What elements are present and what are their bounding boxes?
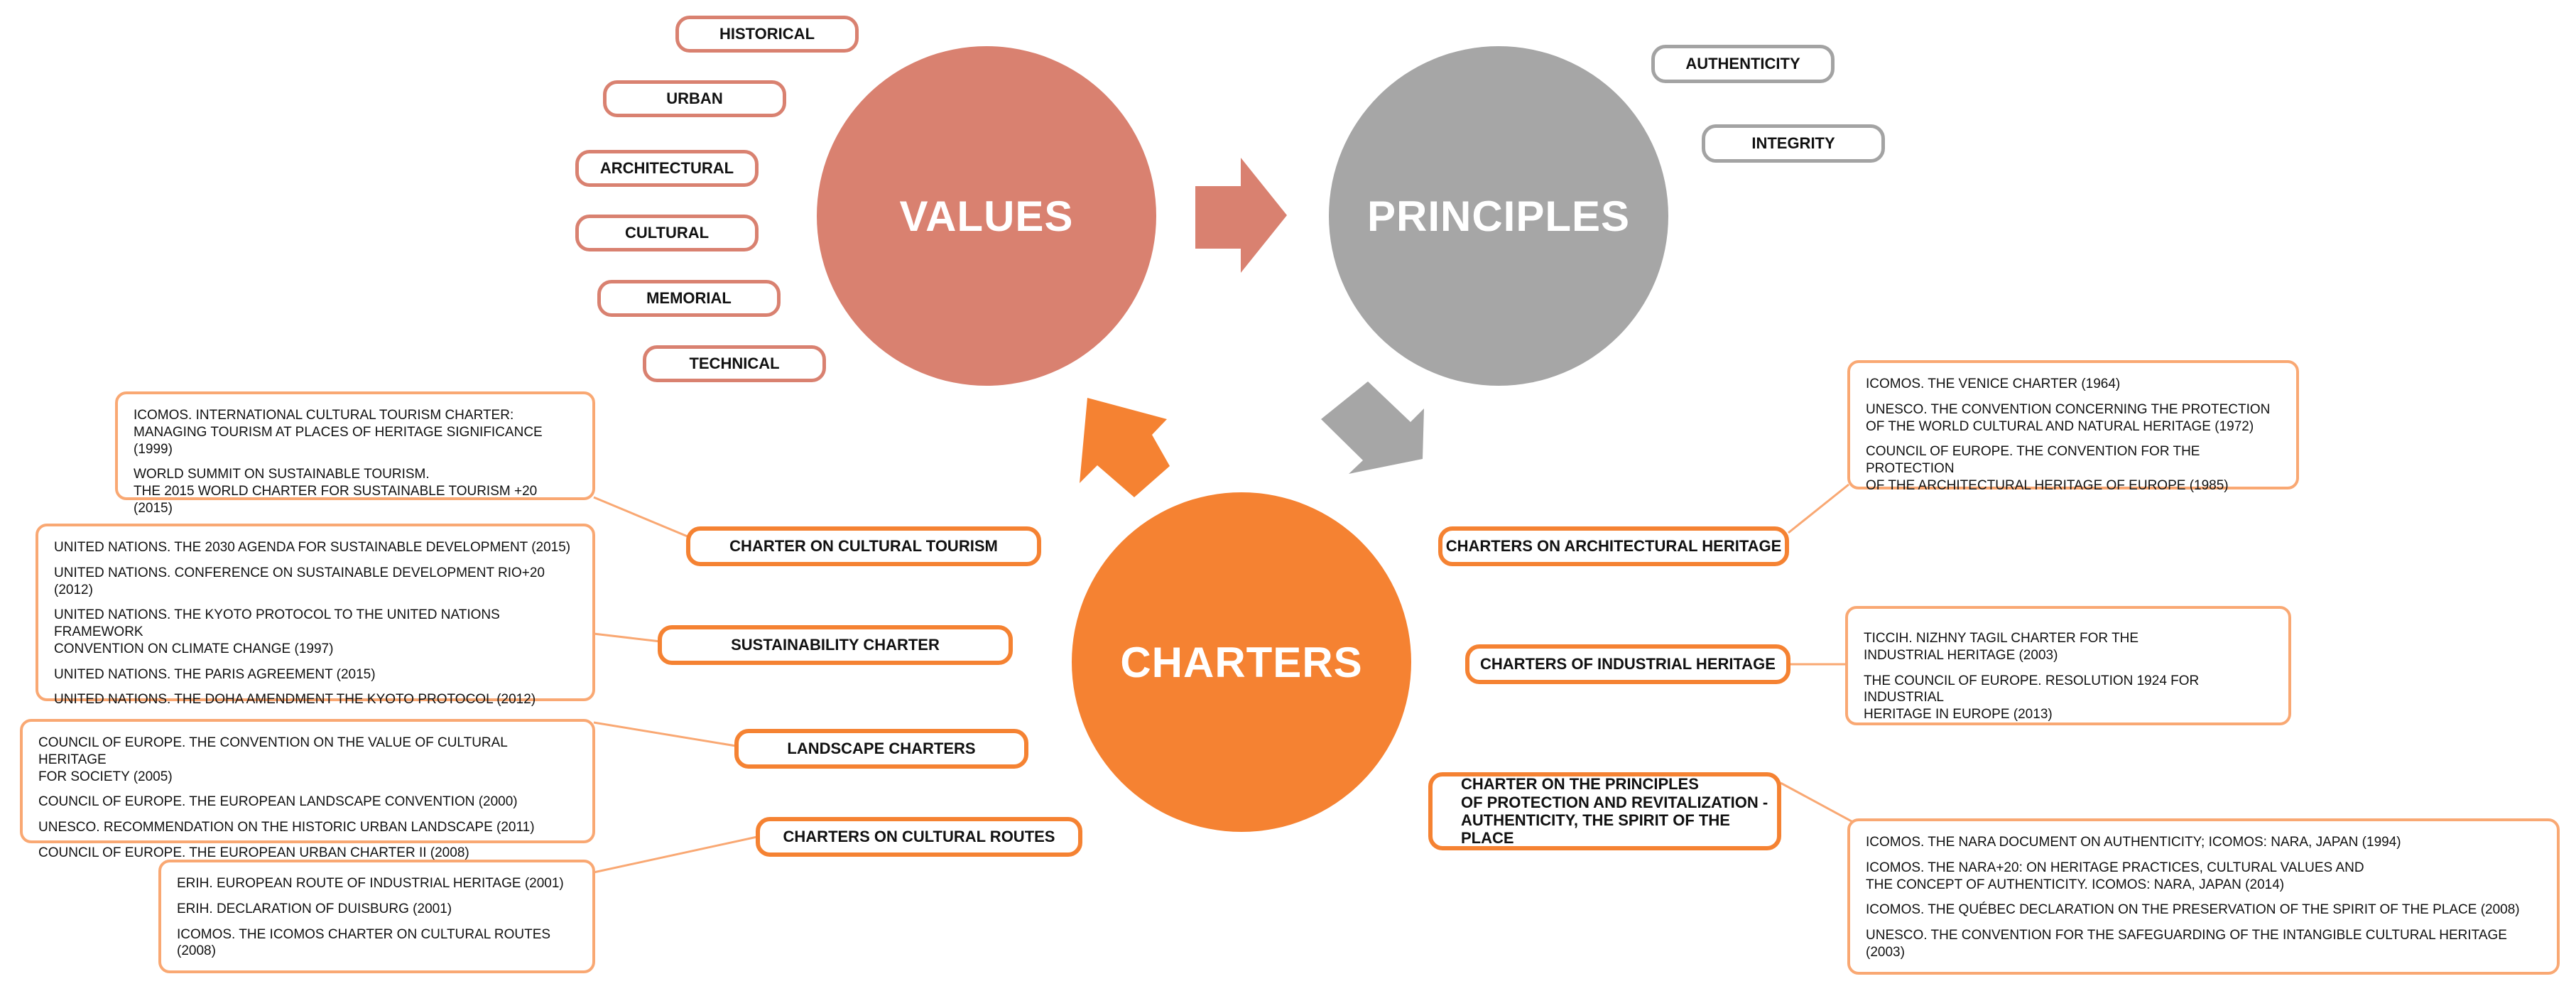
document-item: UNITED NATIONS. THE PARIS AGREEMENT (201… [54, 666, 376, 682]
document-item: UNESCO. THE CONVENTION FOR THE SAFEGUARD… [1866, 928, 2507, 960]
document-item: UNITED NATIONS. CONFERENCE ON SUSTAINABL… [54, 565, 545, 597]
connector-sustainability [593, 632, 661, 643]
value-tag-architectural: ARCHITECTURAL [575, 150, 759, 187]
charter-label-text: CHARTERS OF INDUSTRIAL HERITAGE [1480, 655, 1776, 673]
connector-tourism [593, 496, 693, 540]
charter-label-industrial: CHARTERS OF INDUSTRIAL HERITAGE [1465, 644, 1790, 684]
documents-authenticity: ICOMOS. THE NARA DOCUMENT ON AUTHENTICIT… [1847, 818, 2560, 975]
value-tag-label: CULTURAL [624, 224, 710, 242]
charter-label-authenticity: CHARTER ON THE PRINCIPLES OF PROTECTION … [1428, 772, 1781, 850]
principle-tag-integrity: INTEGRITY [1702, 124, 1885, 163]
documents-landscape: COUNCIL OF EUROPE. THE CONVENTION ON THE… [20, 719, 595, 860]
value-tag-label: TECHNICAL [689, 354, 780, 373]
document-item: ICOMOS. THE ICOMOS CHARTER ON CULTURAL R… [177, 926, 551, 959]
document-item: WORLD SUMMIT ON SUSTAINABLE TOURISM. THE… [134, 467, 538, 516]
document-item: COUNCIL OF EUROPE. THE CONVENTION FOR TH… [1866, 444, 2229, 493]
charter-label-landscape: LANDSCAPE CHARTERS [734, 729, 1028, 769]
connector-routes [593, 835, 758, 874]
arrow-charters-to-values [1080, 398, 1170, 497]
document-item: TICCIH. NIZHNY TAGIL CHARTER FOR THE IND… [1864, 631, 2139, 663]
charter-label-text: CHARTER ON CULTURAL TOURISM [729, 537, 998, 556]
charter-label-text: CHARTERS ON ARCHITECTURAL HERITAGE [1445, 537, 1782, 556]
principle-tag-label: INTEGRITY [1751, 134, 1835, 153]
documents-industrial: TICCIH. NIZHNY TAGIL CHARTER FOR THE IND… [1845, 606, 2291, 725]
document-item: ERIH. DECLARATION OF DUISBURG (2001) [177, 901, 452, 916]
arrow-principles-to-charters [1321, 381, 1424, 474]
principles-circle: PRINCIPLES [1329, 46, 1668, 386]
value-tag-label: ARCHITECTURAL [599, 159, 734, 178]
document-item: ICOMOS. THE QUÉBEC DECLARATION ON THE PR… [1866, 902, 2520, 918]
connector-architectural [1788, 483, 1849, 534]
connector-authenticity [1780, 781, 1860, 827]
value-tag-cultural: CULTURAL [575, 215, 759, 251]
document-item: UNESCO. RECOMMENDATION ON THE HISTORIC U… [38, 820, 535, 835]
document-item: ICOMOS. INTERNATIONAL CULTURAL TOURISM C… [134, 408, 543, 457]
document-item: ICOMOS. THE NARA DOCUMENT ON AUTHENTICIT… [1866, 835, 2401, 850]
value-tag-label: URBAN [666, 90, 723, 108]
arrow-values-to-principles [1195, 158, 1287, 273]
documents-architectural: ICOMOS. THE VENICE CHARTER (1964) UNESCO… [1847, 360, 2299, 493]
value-tag-historical: HISTORICAL [675, 16, 859, 53]
document-item: UNITED NATIONS. THE 2030 AGENDA FOR SUST… [54, 540, 571, 555]
value-tag-urban: URBAN [603, 80, 786, 117]
document-item: UNESCO. THE CONVENTION CONCERNING THE PR… [1866, 401, 2271, 434]
values-circle: VALUES [817, 46, 1156, 386]
value-tag-label: HISTORICAL [719, 25, 815, 43]
charters-title: CHARTERS [1120, 638, 1363, 686]
document-item: UNITED NATIONS. THE KYOTO PROTOCOL TO TH… [54, 607, 500, 656]
charters-circle: CHARTERS [1072, 492, 1411, 832]
principle-tag-label: AUTHENTICITY [1685, 55, 1800, 73]
document-item: COUNCIL OF EUROPE. THE CONVENTION ON THE… [38, 735, 508, 784]
charter-label-text: CHARTER ON THE PRINCIPLES OF PROTECTION … [1461, 775, 1768, 848]
document-item: ERIH. EUROPEAN ROUTE OF INDUSTRIAL HERIT… [177, 876, 564, 891]
document-item: THE COUNCIL OF EUROPE. RESOLUTION 1924 F… [1864, 673, 2200, 722]
document-item: COUNCIL OF EUROPE. THE EUROPEAN LANDSCAP… [38, 794, 518, 810]
value-tag-technical: TECHNICAL [643, 345, 826, 382]
charter-label-text: SUSTAINABILITY CHARTER [731, 636, 940, 654]
charter-label-cultural-routes: CHARTERS ON CULTURAL ROUTES [756, 817, 1082, 857]
charter-label-text: CHARTERS ON CULTURAL ROUTES [783, 828, 1055, 846]
principles-title: PRINCIPLES [1366, 192, 1631, 240]
charter-label-architectural: CHARTERS ON ARCHITECTURAL HERITAGE [1438, 526, 1789, 566]
charter-label-sustainability: SUSTAINABILITY CHARTER [658, 625, 1013, 665]
document-item: COUNCIL OF EUROPE. THE EUROPEAN URBAN CH… [38, 845, 469, 860]
value-tag-memorial: MEMORIAL [597, 280, 781, 317]
documents-cultural-routes: ERIH. EUROPEAN ROUTE OF INDUSTRIAL HERIT… [158, 860, 595, 973]
principle-tag-authenticity: AUTHENTICITY [1651, 45, 1835, 83]
value-tag-label: MEMORIAL [646, 289, 732, 308]
document-item: ICOMOS. THE NARA+20: ON HERITAGE PRACTIC… [1866, 860, 2364, 892]
charter-label-text: LANDSCAPE CHARTERS [787, 740, 976, 758]
charter-label-cultural-tourism: CHARTER ON CULTURAL TOURISM [686, 526, 1041, 566]
document-item: ICOMOS. THE VENICE CHARTER (1964) [1866, 377, 2121, 391]
document-item: UNITED NATIONS. THE DOHA AMENDMENT THE K… [54, 692, 536, 708]
connector-landscape [593, 721, 737, 747]
documents-cultural-tourism: ICOMOS. INTERNATIONAL CULTURAL TOURISM C… [115, 391, 595, 516]
values-title: VALUES [899, 192, 1074, 240]
documents-sustainability: UNITED NATIONS. THE 2030 AGENDA FOR SUST… [36, 524, 595, 707]
